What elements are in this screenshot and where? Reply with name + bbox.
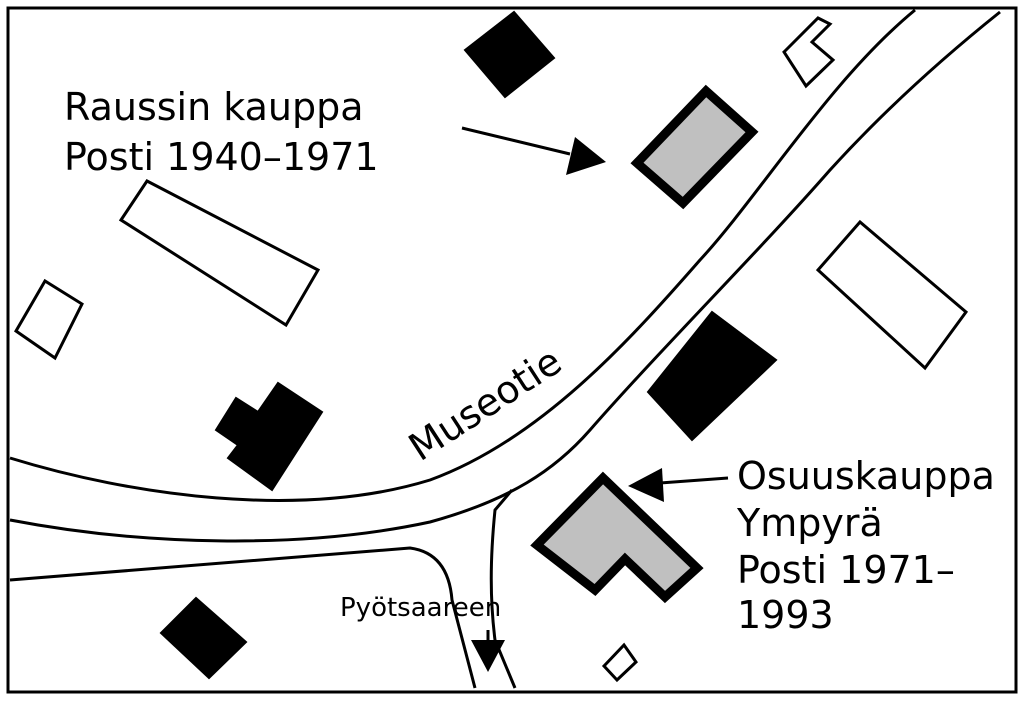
arrow-raussin-head [566,137,606,175]
label-osuus-line3: Posti 1971– [737,548,955,592]
museotie-road-south-edge [9,10,1001,543]
label-osuus-line2: Ympyrä [736,501,883,545]
post-office-buildings [530,84,759,604]
map-frame [6,6,1018,694]
building-outline-right-large [815,219,969,371]
roads [9,8,1001,689]
buildings-black [159,10,778,680]
side-road-right-edge [489,489,517,689]
label-side-road: Pyötsaareen [340,593,501,623]
arrows [461,126,729,672]
building-black-bottom-left [159,596,248,680]
label-raussin-line1: Raussin kauppa [64,85,364,129]
building-outline-top-right [782,16,836,89]
buildings-outline [14,16,969,683]
building-outline-left-small [14,278,84,361]
building-outline-bottom-small [601,642,638,683]
building-outline-left-long [118,179,321,328]
label-raussin-line2: Posti 1940–1971 [64,135,379,179]
building-black-top [463,10,556,99]
side-road-left-edge [9,546,477,689]
building-black-left [214,381,324,492]
arrow-osuus-head [628,468,664,502]
arrow-osuus-shaft [659,476,729,485]
museotie-road-north-edge [9,8,916,502]
arrow-raussin-shaft [461,126,571,156]
label-osuus-line1: Osuuskauppa [737,454,995,498]
label-osuus-line4: 1993 [737,593,834,637]
building-black-middle [646,310,778,442]
arrow-side-road-head [471,640,505,672]
osuuskauppa-ympyra-building [530,471,704,604]
raussin-kauppa-building [630,84,759,210]
